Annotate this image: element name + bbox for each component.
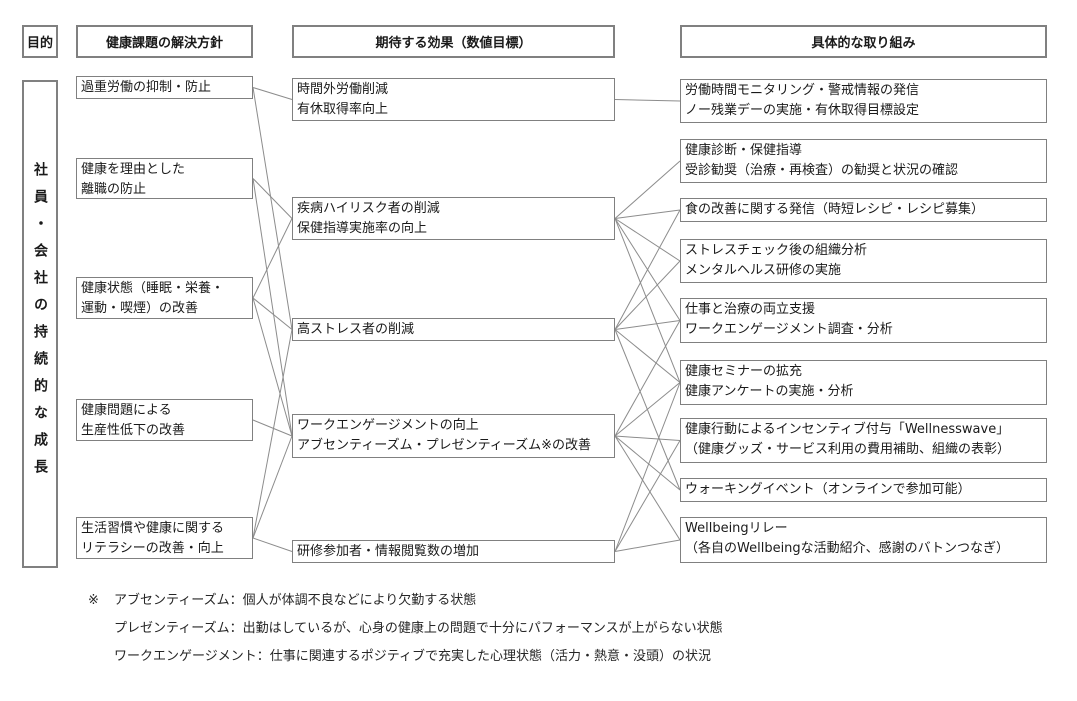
solution-box-3-line-0: 健康問題による xyxy=(81,403,172,418)
header-solutions-label: 健康課題の解決方針 xyxy=(105,36,223,51)
solution-box-2: 健康状態（睡眠・栄養・ 運動・喫煙）の改善 xyxy=(76,277,253,319)
footnote-spacer-1 xyxy=(88,619,114,638)
header-effects-label: 期待する効果（数値目標） xyxy=(375,36,532,51)
initiative-box-1-line-0: 健康診断・保健指導 xyxy=(685,143,803,158)
footnote-marker: ※ xyxy=(88,593,99,608)
initiative-box-8: Wellbeingリレー （各自のWellbeingな活動紹介、感謝のバトンつな… xyxy=(680,517,1047,563)
footnote-spacer-2 xyxy=(88,647,114,666)
header-purpose: 目的 xyxy=(22,25,58,58)
initiative-box-5: 健康セミナーの拡充 健康アンケートの実施・分析 xyxy=(680,360,1047,405)
solution-box-1: 健康を理由とした 離職の防止 xyxy=(76,158,253,199)
solution-box-4-line-1: リテラシーの改善・向上 xyxy=(81,541,224,556)
initiative-box-8-line-0: Wellbeingリレー xyxy=(685,521,788,536)
effect-box-4: 研修参加者・情報閲覧数の増加 xyxy=(292,540,615,563)
initiative-box-6-line-0: 健康行動によるインセンティブ付与「Wellnesswave」 xyxy=(685,422,1010,437)
effect-box-1-line-0: 疾病ハイリスク者の削減 xyxy=(297,201,440,216)
solution-box-0: 過重労働の抑制・防止 xyxy=(76,76,253,99)
footnotes: ※ アブセンティーズム：個人が体調不良などにより欠勤する状態 プレゼンティーズム… xyxy=(88,591,723,666)
effect-box-4-line-0: 研修参加者・情報閲覧数の増加 xyxy=(297,543,480,559)
initiative-box-0-line-0: 労働時間モニタリング・警戒情報の発信 xyxy=(685,83,920,98)
header-initiatives: 具体的な取り組み xyxy=(680,25,1047,58)
effect-box-0: 時間外労働削減 有休取得率向上 xyxy=(292,78,615,121)
footnote-line-2: ワークエンゲージメント：仕事に関連するポジティブで充実した心理状態（活力・熱意・… xyxy=(114,649,711,664)
solution-box-0-line-0: 過重労働の抑制・防止 xyxy=(81,79,212,95)
solution-box-3: 健康問題による 生産性低下の改善 xyxy=(76,399,253,441)
effect-box-2-line-0: 高ストレス者の削減 xyxy=(297,321,415,337)
solution-box-4-line-0: 生活習慣や健康に関する xyxy=(81,521,225,536)
effect-box-1-line-1: 保健指導実施率の向上 xyxy=(297,221,428,236)
initiative-box-2-line-0: 食の改善に関する発信（時短レシピ・レシピ募集） xyxy=(685,202,985,217)
effect-box-3: ワークエンゲージメントの向上 アブセンティーズム・プレゼンティーズム※の改善 xyxy=(292,414,615,458)
footnote-line-1: プレゼンティーズム：出勤はしているが、心身の健康上の問題で十分にパフォーマンスが… xyxy=(114,621,723,636)
solution-box-3-line-1: 生産性低下の改善 xyxy=(81,423,186,438)
effect-box-2: 高ストレス者の削減 xyxy=(292,318,615,341)
solution-box-4: 生活習慣や健康に関する リテラシーの改善・向上 xyxy=(76,517,253,559)
initiative-box-3-line-1: メンタルヘルス研修の実施 xyxy=(685,263,842,278)
initiative-box-1: 健康診断・保健指導 受診勧奨（治療・再検査）の勧奨と状況の確認 xyxy=(680,139,1047,183)
initiative-box-3: ストレスチェック後の組織分析 メンタルヘルス研修の実施 xyxy=(680,239,1047,283)
initiative-box-5-line-0: 健康セミナーの拡充 xyxy=(685,364,803,379)
initiative-box-8-line-1: （各自のWellbeingな活動紹介、感謝のバトンつなぎ） xyxy=(685,541,1010,556)
purpose-vertical-text: 社員・会社の持続的な成長 xyxy=(32,162,48,486)
effect-box-0-line-0: 時間外労働削減 xyxy=(297,82,389,97)
effect-box-3-line-1: アブセンティーズム・プレゼンティーズム※の改善 xyxy=(297,438,592,453)
initiative-box-6: 健康行動によるインセンティブ付与「Wellnesswave」 （健康グッズ・サー… xyxy=(680,418,1047,463)
initiative-box-4: 仕事と治療の両立支援 ワークエンゲージメント調査・分析 xyxy=(680,298,1047,343)
header-solutions: 健康課題の解決方針 xyxy=(76,25,253,58)
initiative-box-6-line-1: （健康グッズ・サービス利用の費用補助、組織の表彰） xyxy=(685,442,1011,457)
solution-box-1-line-1: 離職の防止 xyxy=(81,182,147,197)
initiative-box-4-line-1: ワークエンゲージメント調査・分析 xyxy=(685,322,893,337)
initiative-box-3-line-0: ストレスチェック後の組織分析 xyxy=(685,243,868,258)
effect-box-1: 疾病ハイリスク者の削減 保健指導実施率の向上 xyxy=(292,197,615,240)
initiative-box-5-line-1: 健康アンケートの実施・分析 xyxy=(685,384,854,399)
header-initiatives-label: 具体的な取り組み xyxy=(811,36,916,51)
header-purpose-label: 目的 xyxy=(26,36,53,51)
solution-box-1-line-0: 健康を理由とした xyxy=(81,162,186,177)
effect-box-3-line-0: ワークエンゲージメントの向上 xyxy=(297,418,479,433)
purpose-vertical-box: 社員・会社の持続的な成長 xyxy=(22,80,58,568)
initiative-box-7-line-0: ウォーキングイベント（オンラインで参加可能） xyxy=(685,482,971,497)
initiative-box-4-line-0: 仕事と治療の両立支援 xyxy=(685,302,816,317)
initiative-box-0: 労働時間モニタリング・警戒情報の発信 ノー残業デーの実施・有休取得目標設定 xyxy=(680,79,1047,123)
effect-box-0-line-1: 有休取得率向上 xyxy=(297,102,389,117)
solution-box-2-line-0: 健康状態（睡眠・栄養・ xyxy=(81,281,225,296)
initiative-box-1-line-1: 受診勧奨（治療・再検査）の勧奨と状況の確認 xyxy=(685,163,959,178)
initiative-box-7: ウォーキングイベント（オンラインで参加可能） xyxy=(680,478,1047,502)
initiative-box-0-line-1: ノー残業デーの実施・有休取得目標設定 xyxy=(685,103,920,118)
initiative-box-2: 食の改善に関する発信（時短レシピ・レシピ募集） xyxy=(680,198,1047,222)
footnote-line-0: アブセンティーズム：個人が体調不良などにより欠勤する状態 xyxy=(114,593,477,608)
solution-box-2-line-1: 運動・喫煙）の改善 xyxy=(81,301,199,316)
header-effects: 期待する効果（数値目標） xyxy=(292,25,615,58)
